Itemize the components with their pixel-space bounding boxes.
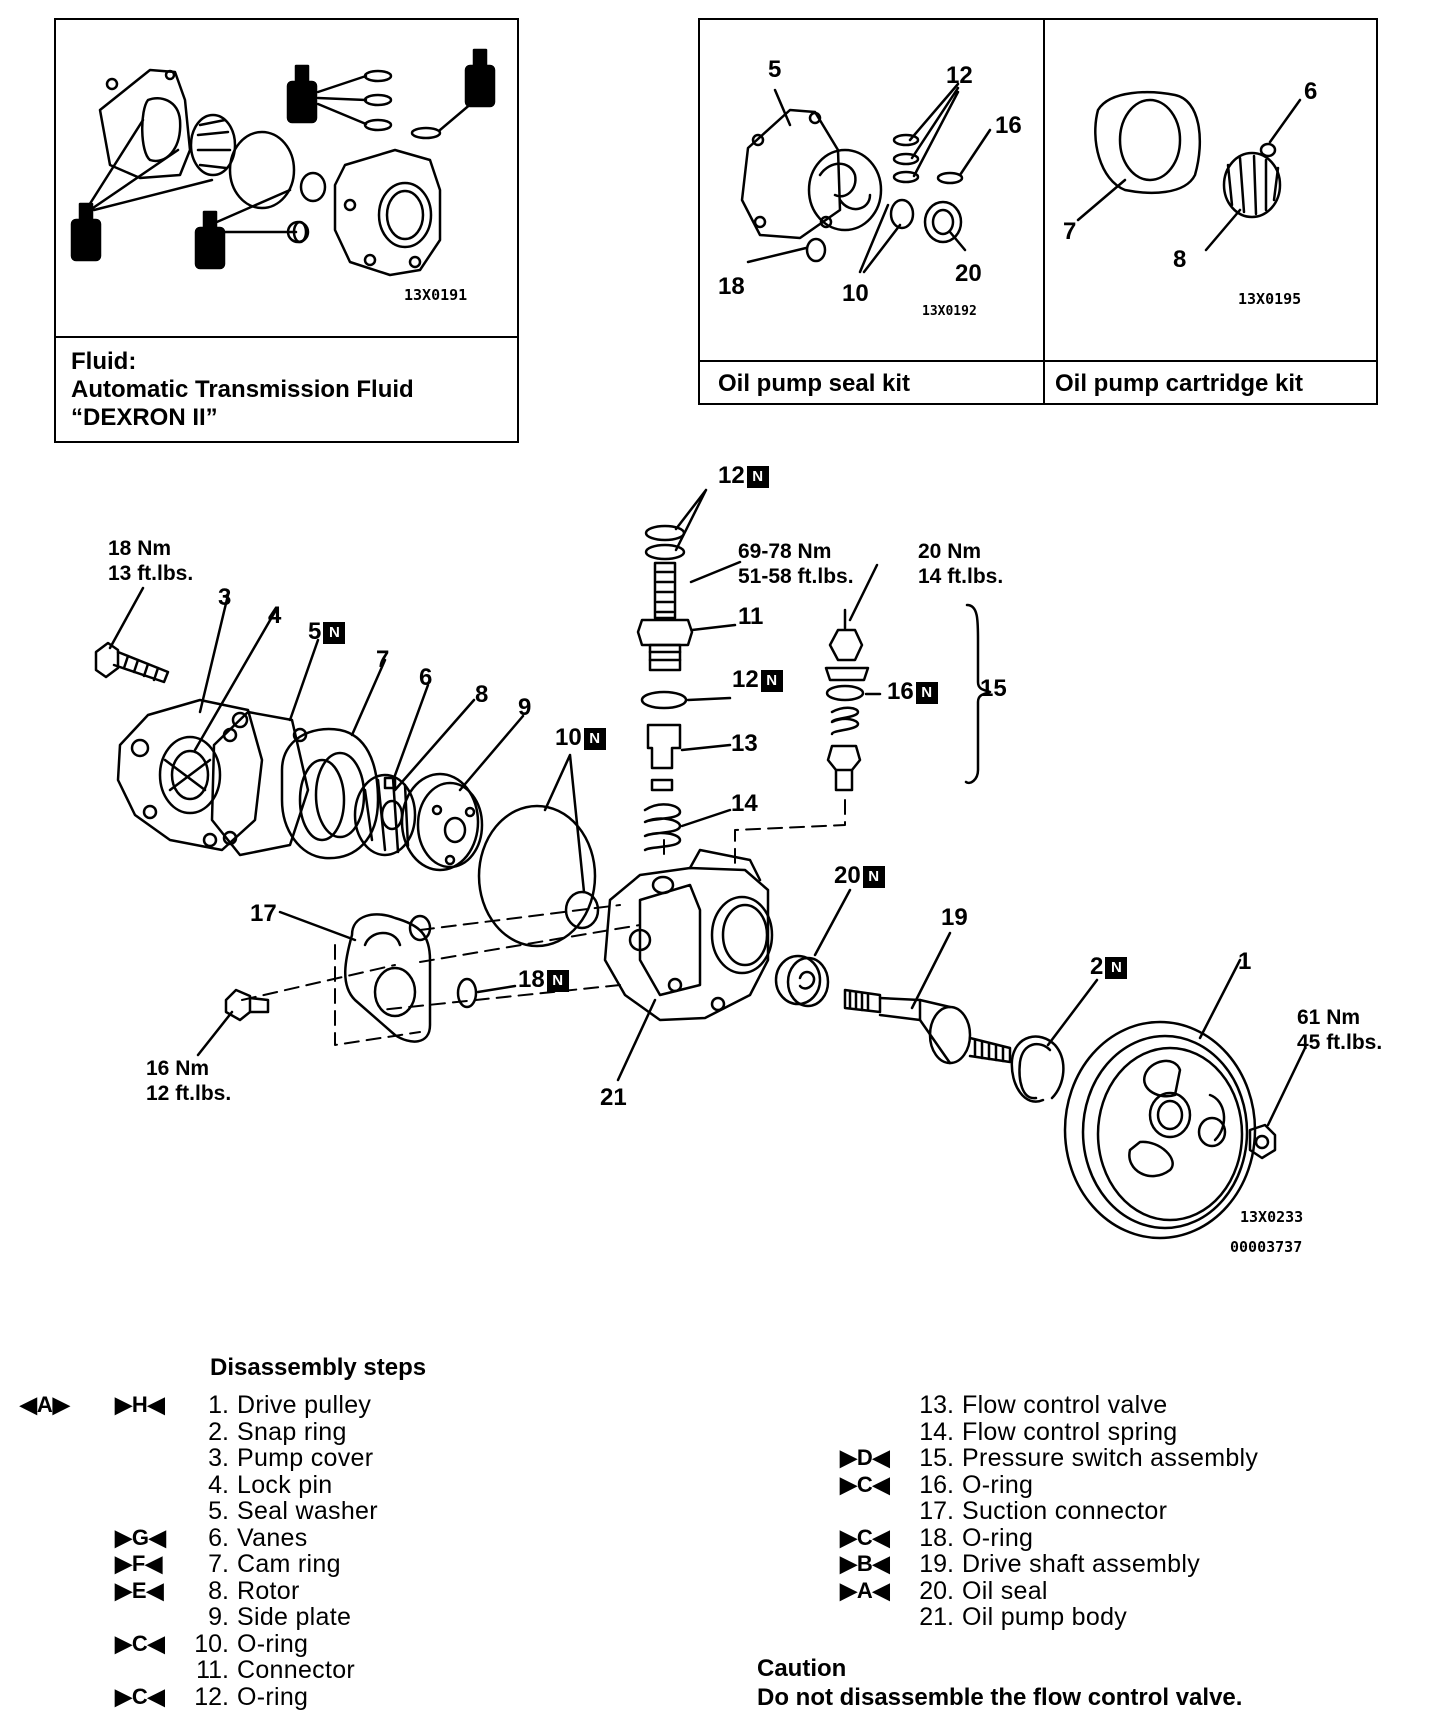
- torque-16-ftlbs: 12 ft.lbs.: [146, 1082, 232, 1105]
- torque-18-ftlbs: 13 ft.lbs.: [108, 562, 194, 585]
- kits-box-divider-horizontal: [698, 360, 1378, 362]
- callout-15: 15: [980, 675, 1007, 702]
- seal-kit-callout-5: 5: [768, 56, 782, 83]
- callout-8: 8: [475, 681, 489, 708]
- fluid-box-divider: [54, 336, 519, 338]
- step-row: 11.Connector: [196, 1656, 356, 1684]
- callout-7: 7: [376, 646, 390, 673]
- step-row: 5.Seal washer: [208, 1497, 378, 1525]
- step-row: ▶C◀12.O-ring: [115, 1682, 309, 1711]
- new-part-badge: N: [323, 621, 346, 644]
- kits-box: [698, 18, 1378, 405]
- torque-20-ftlbs: 14 ft.lbs.: [918, 565, 1004, 588]
- callout-14: 14: [731, 790, 758, 817]
- callout-9: 9: [518, 694, 532, 721]
- step-row: ▶E◀8.Rotor: [115, 1576, 300, 1605]
- torque-61-ftlbs: 45 ft.lbs.: [1297, 1031, 1383, 1054]
- cartridge-kit-callout-8: 8: [1173, 246, 1187, 273]
- steps-heading: Disassembly steps: [210, 1354, 427, 1381]
- seal-kit-figure-code: 13X0192: [922, 304, 977, 319]
- caution-text: Do not disassemble the flow control valv…: [757, 1684, 1243, 1711]
- callout-19: 19: [941, 904, 968, 931]
- new-part-badge: N: [583, 727, 606, 750]
- steps-list-right: 13.Flow control valve 14.Flow control sp…: [840, 1392, 1258, 1631]
- fluid-box-illustration: [70, 48, 496, 277]
- cartridge-kit-illustration: [1076, 91, 1302, 252]
- callout-21: 21: [600, 1084, 627, 1111]
- fluid-figure-code: 13X0191: [404, 286, 468, 304]
- cartridge-kit-figure-code: 13X0195: [1238, 290, 1302, 308]
- step-row: ▶G◀6.Vanes: [115, 1523, 308, 1552]
- fluid-heading: Fluid:: [71, 348, 137, 375]
- seal-kit-callout-12: 12: [946, 62, 973, 89]
- step-row: ▶C◀18.O-ring: [840, 1523, 1034, 1552]
- step-row: ▶D◀15.Pressure switch assembly: [840, 1444, 1259, 1472]
- callout-1: 1: [1238, 948, 1252, 975]
- fluid-name-line2: “DEXRON II”: [71, 404, 218, 431]
- steps-list-left: ◀A▶▶H◀1.Drive pulley 2.Snap ring 3.Pump …: [20, 1392, 378, 1710]
- seal-kit-callout-18: 18: [718, 273, 745, 300]
- step-row: ◀A▶▶H◀1.Drive pulley: [20, 1391, 372, 1419]
- diagram-document-number: 00003737: [1230, 1238, 1303, 1256]
- torque-18-nm: 18 Nm: [108, 537, 172, 560]
- torque-20-nm: 20 Nm: [918, 540, 982, 563]
- diagram-figure-code: 13X0233: [1240, 1208, 1304, 1226]
- new-part-badge: N: [746, 465, 769, 488]
- callout-13: 13: [731, 730, 758, 757]
- step-row: 3.Pump cover: [208, 1444, 374, 1472]
- caution-heading: Caution: [757, 1655, 847, 1682]
- torque-69-ftlbs: 51-58 ft.lbs.: [738, 565, 854, 588]
- main-exploded-view: [94, 488, 1307, 1240]
- callout-17: 17: [250, 900, 277, 927]
- step-row: ▶F◀7.Cam ring: [115, 1550, 341, 1578]
- new-part-badge: N: [915, 681, 938, 704]
- step-row: 14.Flow control spring: [919, 1417, 1178, 1446]
- step-row: ▶C◀10.O-ring: [115, 1629, 309, 1658]
- step-row: ▶A◀20.Oil seal: [840, 1576, 1048, 1605]
- torque-69-nm: 69-78 Nm: [738, 540, 832, 563]
- torque-16-nm: 16 Nm: [146, 1057, 210, 1080]
- callout-3: 3: [218, 584, 232, 611]
- seal-kit-callout-16: 16: [995, 112, 1022, 139]
- kits-box-divider-vertical: [1043, 18, 1045, 405]
- cartridge-kit-callout-7: 7: [1063, 218, 1077, 245]
- step-row: 2.Snap ring: [208, 1417, 347, 1446]
- step-row: 4.Lock pin: [208, 1470, 333, 1499]
- torque-61-nm: 61 Nm: [1297, 1006, 1361, 1029]
- fluid-box: [54, 18, 519, 443]
- new-part-badge: N: [760, 669, 783, 692]
- callout-11: 11: [738, 603, 764, 630]
- cartridge-kit-callout-6: 6: [1304, 78, 1318, 105]
- new-part-badge: N: [546, 969, 569, 992]
- seal-kit-illustration: [740, 82, 992, 274]
- new-part-badge: N: [862, 865, 885, 888]
- step-row: ▶C◀16.O-ring: [840, 1470, 1034, 1499]
- cartridge-kit-label: Oil pump cartridge kit: [1055, 370, 1304, 397]
- step-row: 21.Oil pump body: [919, 1603, 1128, 1631]
- callout-6: 6: [419, 664, 433, 691]
- step-row: ▶B◀19.Drive shaft assembly: [840, 1550, 1201, 1578]
- step-row: 13.Flow control valve: [919, 1391, 1168, 1419]
- step-row: 17.Suction connector: [919, 1497, 1168, 1525]
- callout-4: 4: [268, 602, 282, 629]
- fluid-name-line1: Automatic Transmission Fluid: [71, 376, 414, 403]
- step-row: 9.Side plate: [208, 1603, 352, 1631]
- seal-kit-callout-20: 20: [955, 260, 982, 287]
- seal-kit-label: Oil pump seal kit: [718, 370, 911, 397]
- seal-kit-callout-10: 10: [842, 280, 869, 307]
- new-part-badge: N: [1105, 956, 1128, 979]
